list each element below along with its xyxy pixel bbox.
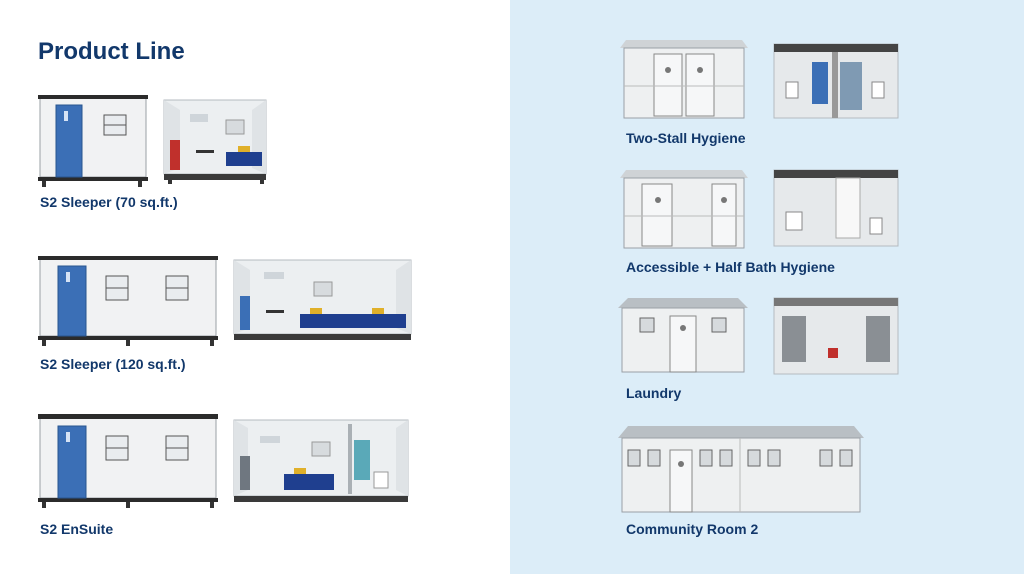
- community-room-2-label: Community Room 2: [626, 521, 759, 537]
- s2-sleeper-120-interior-image: [230, 256, 415, 346]
- s2-sleeper-70-label: S2 Sleeper (70 sq.ft.): [40, 194, 178, 210]
- s2-sleeper-70-exterior-image: [38, 95, 148, 187]
- laundry-interior-image: [772, 296, 900, 376]
- two-stall-hygiene-exterior-image: [620, 40, 748, 120]
- s2-sleeper-120-exterior-image: [38, 256, 218, 346]
- two-stall-hygiene-interior-image: [772, 42, 900, 120]
- page-title: Product Line: [38, 38, 185, 65]
- s2-ensuite-exterior-image: [38, 414, 218, 508]
- s2-ensuite-label: S2 EnSuite: [40, 521, 114, 537]
- s2-sleeper-120-label: S2 Sleeper (120 sq.ft.): [40, 356, 186, 372]
- s2-sleeper-70-interior-image: [160, 96, 270, 186]
- accessible-half-bath-exterior-image: [620, 170, 748, 250]
- s2-ensuite-interior-image: [230, 416, 412, 508]
- laundry-exterior-image: [618, 296, 748, 376]
- accessible-half-bath-interior-image: [772, 168, 900, 248]
- two-stall-hygiene-label: Two-Stall Hygiene: [626, 130, 746, 146]
- community-room-2-exterior-image: [618, 424, 864, 514]
- accessible-half-bath-label: Accessible + Half Bath Hygiene: [626, 259, 835, 275]
- laundry-label: Laundry: [626, 385, 682, 401]
